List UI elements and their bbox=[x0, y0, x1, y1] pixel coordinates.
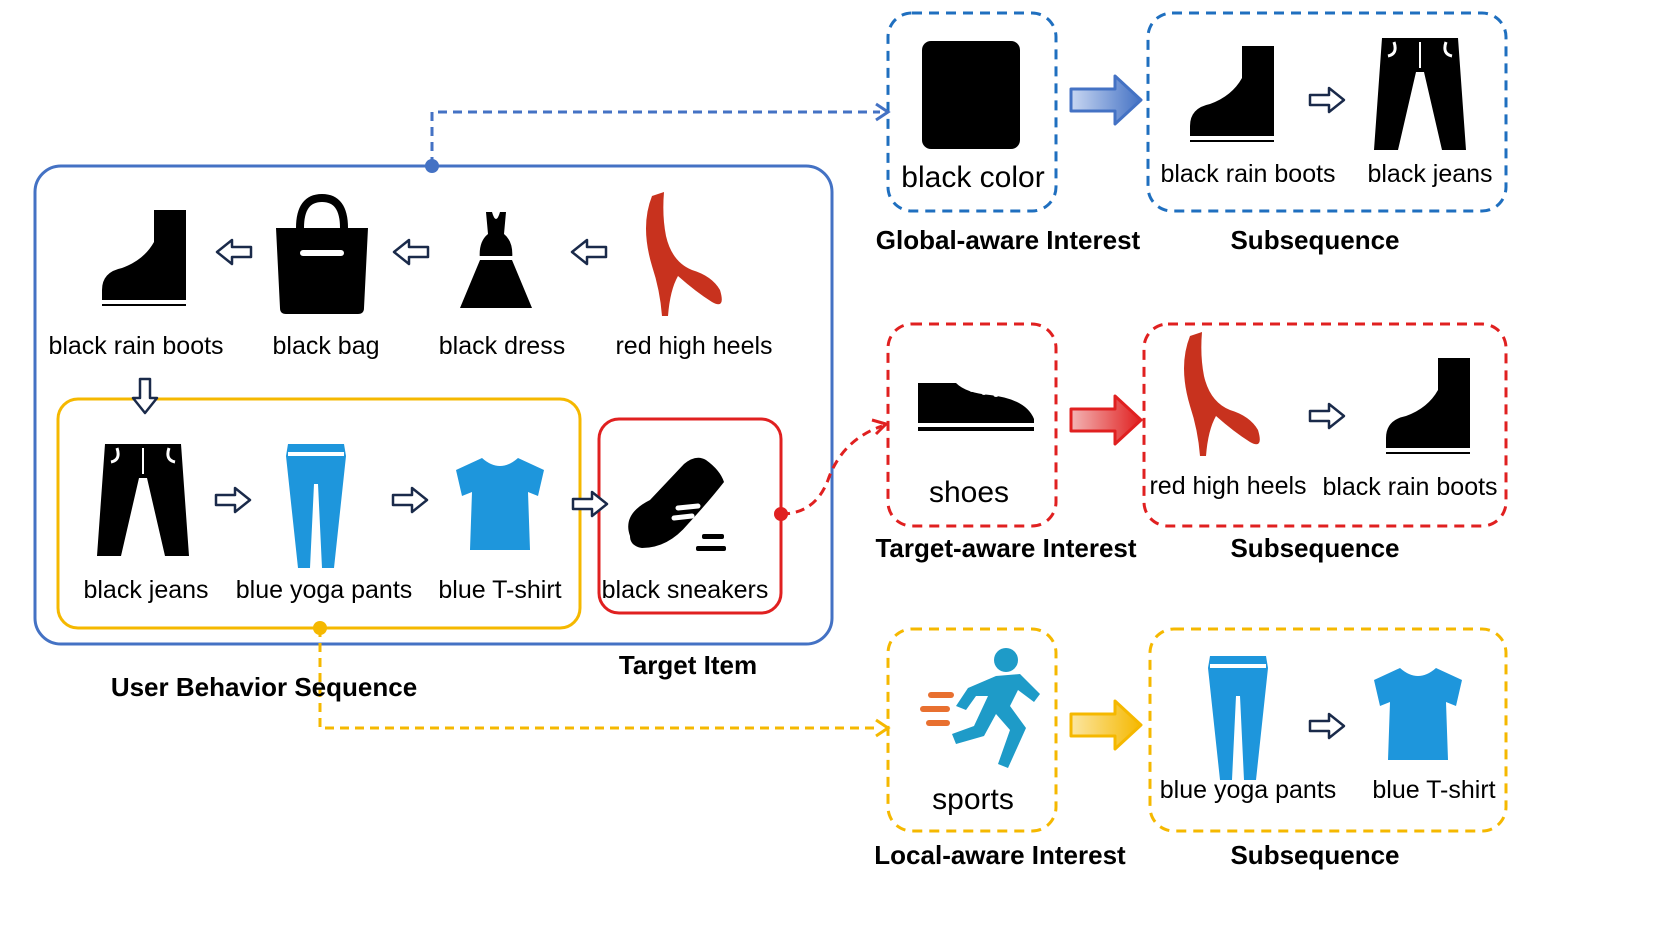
arrow-icon bbox=[392, 238, 430, 266]
tshirt-icon bbox=[1374, 668, 1462, 760]
high-heel-icon bbox=[1184, 332, 1260, 456]
global-interest-caption: Global-aware Interest bbox=[875, 225, 1141, 255]
global-interest-label: black color bbox=[901, 161, 1045, 194]
shoe-icon bbox=[918, 383, 1034, 431]
item-label: black bag bbox=[272, 332, 380, 360]
boot-icon bbox=[102, 210, 186, 306]
sneaker-icon bbox=[628, 458, 726, 551]
arrow-icon bbox=[215, 238, 253, 266]
global-subsequence-box bbox=[1146, 11, 1508, 213]
runner-icon bbox=[920, 648, 1040, 768]
yoga-pants-icon bbox=[286, 444, 346, 568]
target-subsequence-box bbox=[1142, 322, 1508, 528]
global-interest-box bbox=[886, 11, 1058, 213]
local-interest-caption: Local-aware Interest bbox=[874, 840, 1126, 870]
arrow-icon bbox=[1069, 74, 1143, 126]
arrow-icon bbox=[570, 238, 608, 266]
sequence-title: User Behavior Sequence bbox=[110, 672, 418, 702]
jeans-icon bbox=[1372, 36, 1468, 152]
target-connector bbox=[780, 424, 883, 516]
target-interest-caption: Target-aware Interest bbox=[875, 533, 1137, 563]
tshirt-icon bbox=[456, 458, 544, 550]
arrow-icon bbox=[391, 486, 429, 514]
item-label: black dress bbox=[438, 332, 566, 360]
subsequence-item-label: black jeans bbox=[1367, 160, 1493, 188]
item-label: black rain boots bbox=[48, 332, 224, 360]
arrow-icon bbox=[1308, 86, 1346, 114]
arrow-icon bbox=[1308, 402, 1346, 430]
arrow-icon bbox=[1069, 394, 1143, 446]
subsequence-item-label: blue T-shirt bbox=[1372, 776, 1496, 804]
item-label: black jeans bbox=[83, 576, 209, 604]
dress-icon bbox=[460, 212, 532, 308]
target-interest-label: shoes bbox=[928, 476, 1010, 509]
local-connector bbox=[318, 628, 880, 730]
target-interest-box bbox=[886, 322, 1058, 528]
target-item-label: black sneakers bbox=[601, 576, 769, 604]
subsequence-caption: Subsequence bbox=[1230, 225, 1400, 255]
item-label: blue T-shirt bbox=[438, 576, 562, 604]
jeans-icon bbox=[95, 442, 191, 558]
bag-icon bbox=[276, 198, 368, 314]
arrow-icon bbox=[214, 486, 252, 514]
arrow-icon bbox=[131, 377, 159, 415]
subsequence-caption: Subsequence bbox=[1230, 533, 1400, 563]
arrow-icon bbox=[1308, 712, 1346, 740]
local-subsequence-box bbox=[1148, 627, 1508, 833]
color-square-icon bbox=[922, 41, 1020, 149]
high-heel-icon bbox=[646, 192, 722, 316]
target-item-title: Target Item bbox=[618, 650, 758, 680]
item-label: blue yoga pants bbox=[235, 576, 413, 604]
local-interest-box bbox=[886, 627, 1058, 833]
subsequence-item-label: black rain boots bbox=[1160, 160, 1336, 188]
global-connector bbox=[430, 110, 880, 166]
arrow-icon bbox=[1069, 699, 1143, 751]
boot-icon bbox=[1386, 358, 1470, 454]
item-label: red high heels bbox=[615, 332, 773, 360]
local-interest-label: sports bbox=[932, 783, 1014, 816]
subsequence-item-label: red high heels bbox=[1149, 472, 1307, 500]
boot-icon bbox=[1190, 46, 1274, 142]
arrow-icon bbox=[571, 490, 609, 518]
yoga-pants-icon bbox=[1208, 656, 1268, 780]
subsequence-item-label: black rain boots bbox=[1322, 473, 1498, 501]
subsequence-item-label: blue yoga pants bbox=[1159, 776, 1337, 804]
subsequence-caption: Subsequence bbox=[1230, 840, 1400, 870]
